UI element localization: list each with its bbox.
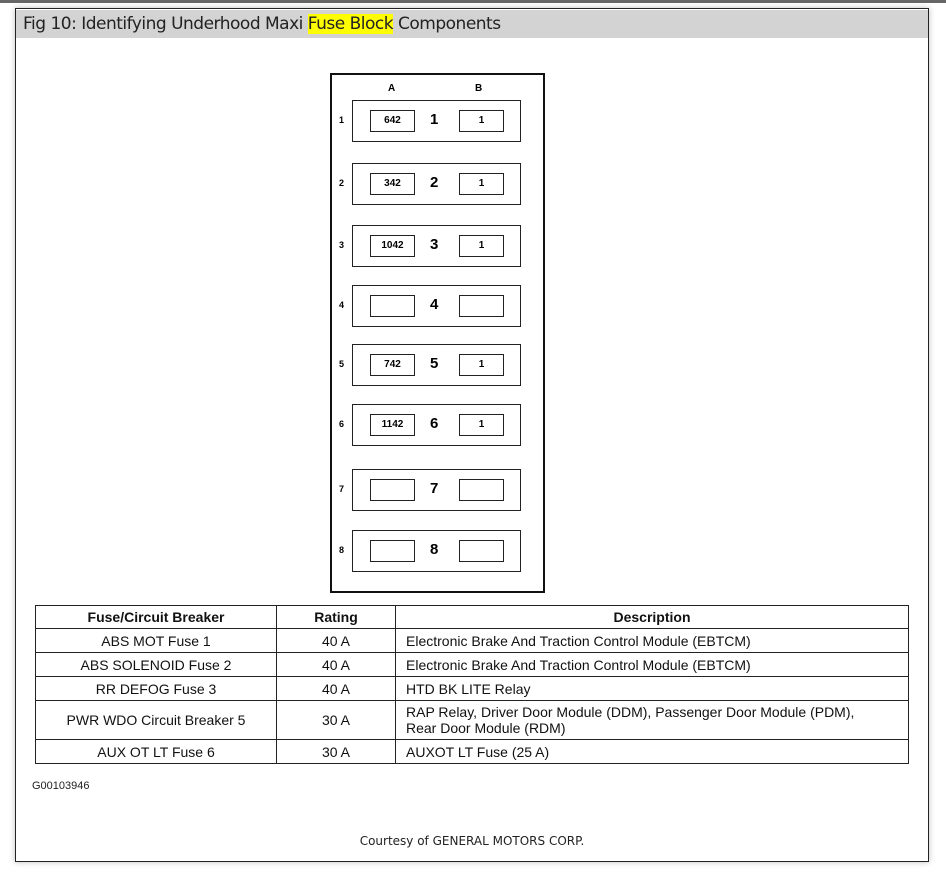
fuse-b-cavity: 1 bbox=[459, 173, 504, 195]
rating-cell: 40 A bbox=[276, 676, 396, 701]
row-number: 6 bbox=[339, 419, 345, 429]
row-number: 1 bbox=[339, 115, 345, 125]
table-row: ABS SOLENOID Fuse 2 40 A Electronic Brak… bbox=[35, 652, 909, 677]
fuse-slot-row: 3 1042 3 1 bbox=[339, 225, 521, 267]
fuse-b-cavity: 1 bbox=[459, 235, 504, 257]
row-number: 8 bbox=[339, 545, 345, 555]
fuse-b-cavity bbox=[459, 540, 504, 562]
table-row: RR DEFOG Fuse 3 40 A HTD BK LITE Relay bbox=[35, 676, 909, 701]
fuse-b-cavity: 1 bbox=[459, 414, 504, 436]
table-row: AUX OT LT Fuse 6 30 A AUXOT LT Fuse (25 … bbox=[35, 739, 909, 764]
fuse-table: Fuse/Circuit Breaker Rating Description … bbox=[35, 605, 909, 764]
fuse-slot-row: 6 1142 6 1 bbox=[339, 404, 521, 446]
description-cell: Electronic Brake And Traction Control Mo… bbox=[395, 652, 909, 677]
figure-title: Fig 10: Identifying Underhood Maxi Fuse … bbox=[16, 10, 928, 38]
fuse-b-cavity bbox=[459, 479, 504, 501]
fuse-a-cavity: 742 bbox=[370, 354, 415, 376]
fuse-b-cavity bbox=[459, 295, 504, 317]
fuse-number: 7 bbox=[430, 480, 439, 497]
fuse-cell: AUX OT LT Fuse 6 bbox=[35, 739, 277, 764]
header-rating: Rating bbox=[276, 605, 396, 629]
title-text: Fig 10: Identifying Underhood Maxi bbox=[23, 14, 308, 34]
fuse-number: 2 bbox=[430, 174, 439, 191]
fuse-a-cavity: 1142 bbox=[370, 414, 415, 436]
rating-cell: 30 A bbox=[276, 700, 396, 740]
title-text-end: Components bbox=[393, 14, 501, 34]
courtesy-note: Courtesy of GENERAL MOTORS CORP. bbox=[359, 834, 585, 848]
row-number: 5 bbox=[339, 359, 345, 369]
row-number: 2 bbox=[339, 178, 345, 188]
fuse-a-cavity bbox=[370, 479, 415, 501]
table-row: PWR WDO Circuit Breaker 5 30 A RAP Relay… bbox=[35, 700, 909, 740]
fuse-number: 6 bbox=[430, 415, 439, 432]
fuse-b-cavity: 1 bbox=[459, 110, 504, 132]
row-number: 4 bbox=[339, 300, 345, 310]
fuse-cell: RR DEFOG Fuse 3 bbox=[35, 676, 277, 701]
figure-code: G00103946 bbox=[32, 780, 90, 792]
fuse-slot-row: 1 642 1 1 bbox=[339, 100, 521, 142]
rating-cell: 40 A bbox=[276, 628, 396, 653]
description-cell: HTD BK LITE Relay bbox=[395, 676, 909, 701]
rating-cell: 40 A bbox=[276, 652, 396, 677]
fuse-a-cavity: 1042 bbox=[370, 235, 415, 257]
header-fuse: Fuse/Circuit Breaker bbox=[35, 605, 277, 629]
fuse-slot-row: 8 8 bbox=[339, 530, 521, 572]
fuse-slot-row: 2 342 2 1 bbox=[339, 163, 521, 205]
fuse-slot-row: 7 7 bbox=[339, 469, 521, 511]
fuse-slot-row: 5 742 5 1 bbox=[339, 344, 521, 386]
column-a-label: A bbox=[388, 83, 396, 94]
search-highlight: Fuse Block bbox=[307, 14, 394, 34]
fuse-cell: ABS MOT Fuse 1 bbox=[35, 628, 277, 653]
fuse-b-cavity: 1 bbox=[459, 354, 504, 376]
fuse-cell: PWR WDO Circuit Breaker 5 bbox=[35, 700, 277, 740]
figure-frame: Fig 10: Identifying Underhood Maxi Fuse … bbox=[15, 8, 929, 862]
fuse-number: 4 bbox=[430, 296, 439, 313]
description-cell: Electronic Brake And Traction Control Mo… bbox=[395, 628, 909, 653]
description-cell: RAP Relay, Driver Door Module (DDM), Pas… bbox=[395, 700, 909, 740]
fuse-number: 8 bbox=[430, 541, 439, 558]
rating-cell: 30 A bbox=[276, 739, 396, 764]
row-number: 7 bbox=[339, 484, 345, 494]
fuse-number: 5 bbox=[430, 355, 439, 372]
fuse-a-cavity bbox=[370, 540, 415, 562]
fuse-a-cavity: 642 bbox=[370, 110, 415, 132]
fuse-cell: ABS SOLENOID Fuse 2 bbox=[35, 652, 277, 677]
table-row: ABS MOT Fuse 1 40 A Electronic Brake And… bbox=[35, 628, 909, 653]
description-cell: AUXOT LT Fuse (25 A) bbox=[395, 739, 909, 764]
fuse-a-cavity bbox=[370, 295, 415, 317]
header-description: Description bbox=[395, 605, 909, 629]
top-bar bbox=[0, 0, 946, 3]
column-b-label: B bbox=[475, 83, 483, 94]
row-number: 3 bbox=[339, 240, 345, 250]
fuse-a-cavity: 342 bbox=[370, 173, 415, 195]
fuse-number: 3 bbox=[430, 236, 439, 253]
fuse-number: 1 bbox=[430, 111, 439, 128]
fuse-slot-row: 4 4 bbox=[339, 285, 521, 327]
